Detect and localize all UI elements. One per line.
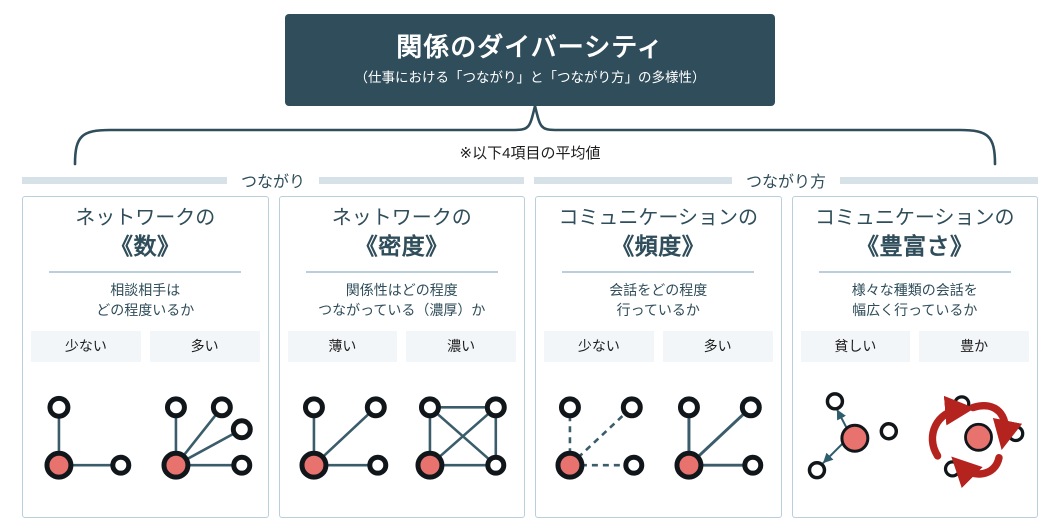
card-title: ネットワークの 《密度》	[332, 205, 472, 262]
card-desc-line1: 関係性はどの程度	[345, 281, 458, 298]
card-title-keyword: 《数》	[110, 233, 181, 260]
card-row: ネットワークの 《数》 相談相手は どの程度いるか 少ない 多い	[22, 196, 1038, 518]
card-desc-line1: 様々な種類の会話を	[851, 281, 978, 298]
card-description: 会話をどの程度 行っているか	[609, 281, 707, 321]
group-header-tsunagari: つながり	[22, 170, 525, 191]
header-subtitle: （仕事における「つながり」と「つながり方」の多様性）	[354, 70, 706, 86]
curly-brace	[73, 105, 997, 166]
card-title: コミュニケーションの 《頻度》	[558, 205, 758, 262]
card-divider	[305, 270, 498, 273]
diagram-row	[288, 368, 517, 508]
card-title-line1: ネットワークの	[331, 207, 472, 229]
group-bar-right	[840, 176, 1039, 184]
card-desc-line1: 相談相手は	[110, 281, 181, 298]
card-desc-line2: 幅広く行っているか	[852, 301, 978, 318]
card-desc-line2: 行っているか	[616, 301, 700, 318]
card-title-line1: コミュニケーションの	[814, 207, 1015, 229]
diagram-row	[544, 368, 773, 508]
diagram-dashed-edges	[544, 368, 654, 508]
card-divider	[562, 270, 755, 273]
diagram-solid-edges	[663, 368, 773, 508]
diagram-hub-2-spokes	[31, 368, 141, 508]
group-bar-right	[319, 176, 525, 184]
chip-row: 貧しい 豊か	[800, 330, 1029, 362]
card-description: 関係性はどの程度 つながっている（濃厚）か	[318, 281, 485, 321]
header-box: 関係のダイバーシティ （仕事における「つながり」と「つながり方」の多様性）	[285, 14, 775, 106]
diagram-two-thin-arrows	[801, 368, 911, 508]
chip-high[interactable]: 濃い	[406, 330, 516, 362]
diagram-hub-4-spokes	[150, 368, 260, 508]
card-title: ネットワークの 《数》	[75, 205, 215, 262]
group-label-0: つながり	[241, 174, 306, 191]
diagram-row	[801, 368, 1030, 508]
card-communication-richness[interactable]: コミュニケーションの 《豊富さ》 様々な種類の会話を 幅広く行っているか 貧しい…	[791, 196, 1038, 518]
diagram-row	[31, 368, 260, 508]
chip-high[interactable]: 多い	[662, 330, 773, 362]
card-network-density[interactable]: ネットワークの 《密度》 関係性はどの程度 つながっている（濃厚）か 薄い 濃い	[278, 196, 525, 518]
diagram-sparse-graph	[288, 368, 398, 508]
card-title: コミュニケーションの 《豊富さ》	[815, 205, 1015, 262]
chip-row: 少ない 多い	[544, 330, 773, 362]
chip-low[interactable]: 貧しい	[800, 330, 911, 362]
diagram-dense-graph	[406, 368, 516, 508]
group-bar-left	[534, 176, 732, 184]
card-title-line1: ネットワークの	[75, 207, 216, 229]
header-title: 関係のダイバーシティ	[396, 32, 664, 63]
chip-high[interactable]: 多い	[149, 330, 260, 362]
group-header-tsunagarikata: つながり方	[534, 170, 1039, 191]
chip-low[interactable]: 少ない	[31, 330, 141, 362]
group-bar-left	[22, 176, 227, 184]
chip-low[interactable]: 薄い	[287, 330, 398, 362]
card-communication-frequency[interactable]: コミュニケーションの 《頻度》 会話をどの程度 行っているか 少ない 多い	[535, 196, 782, 518]
card-description: 相談相手は どの程度いるか	[96, 281, 194, 321]
card-title-line1: コミュニケーションの	[558, 207, 759, 229]
card-description: 様々な種類の会話を 幅広く行っているか	[852, 281, 978, 321]
card-title-keyword: 《頻度》	[611, 233, 706, 260]
chip-low[interactable]: 少ない	[544, 330, 654, 362]
card-divider	[49, 270, 242, 273]
chip-row: 薄い 濃い	[287, 330, 516, 362]
card-desc-line1: 会話をどの程度	[609, 281, 708, 298]
chip-high[interactable]: 豊か	[919, 330, 1029, 362]
chip-row: 少ない 多い	[31, 330, 260, 362]
card-title-keyword: 《密度》	[354, 233, 449, 260]
group-label-1: つながり方	[746, 174, 827, 191]
card-desc-line2: どの程度いるか	[96, 301, 195, 318]
card-network-count[interactable]: ネットワークの 《数》 相談相手は どの程度いるか 少ない 多い	[22, 196, 269, 518]
card-desc-line2: つながっている（濃厚）か	[318, 301, 486, 318]
card-title-keyword: 《豊富さ》	[855, 233, 974, 260]
average-note: ※以下4項目の平均値	[459, 145, 601, 162]
diagram-three-thick-arrows	[919, 368, 1029, 508]
card-divider	[818, 270, 1011, 273]
